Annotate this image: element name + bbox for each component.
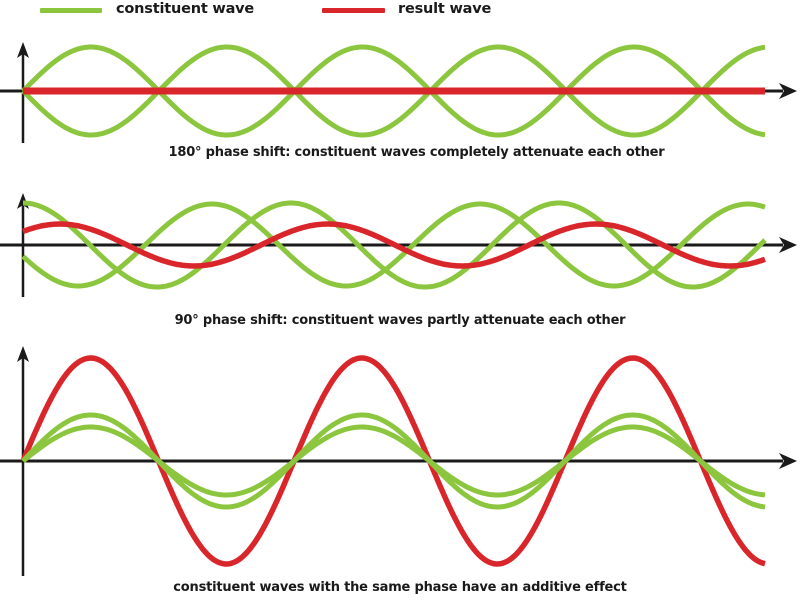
constituent-wave bbox=[22, 200, 767, 290]
constituent-wave bbox=[21, 44, 766, 138]
legend-swatch-result bbox=[322, 8, 385, 13]
constituent-wave bbox=[21, 44, 766, 138]
y-axis-arrow-icon bbox=[17, 346, 29, 362]
caption-90-phase-shift: 90° phase shift: constituent waves partl… bbox=[174, 313, 626, 328]
x-axis-arrow-icon bbox=[779, 83, 797, 99]
caption-same-phase: constituent waves with the same phase ha… bbox=[173, 580, 627, 595]
x-axis-arrow-icon bbox=[779, 237, 797, 253]
y-axis-arrow-icon bbox=[17, 42, 29, 58]
result-wave bbox=[20, 355, 766, 567]
legend-swatch-constituent bbox=[40, 8, 102, 13]
constituent-wave bbox=[21, 201, 766, 289]
panel-90-phase-shift bbox=[0, 193, 797, 297]
panel-same-phase bbox=[0, 346, 797, 576]
x-axis-arrow-icon bbox=[779, 453, 797, 469]
legend-label-result: result wave bbox=[398, 1, 492, 17]
caption-180-phase-shift: 180° phase shift: constituent waves comp… bbox=[168, 145, 665, 160]
constituent-wave bbox=[21, 412, 766, 510]
panel-180-phase-shift bbox=[0, 42, 797, 143]
constituent-wave bbox=[21, 424, 766, 498]
result-wave bbox=[22, 221, 766, 269]
legend-label-constituent: constituent wave bbox=[116, 1, 255, 17]
